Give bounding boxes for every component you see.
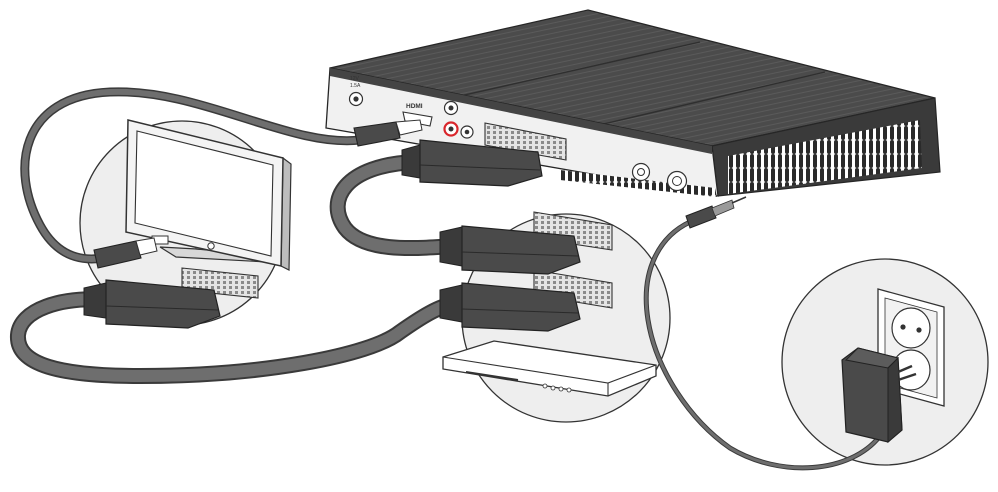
scart-plug-box-end [401,139,543,187]
dc-barrel-plug [685,196,747,229]
hdmi-plug-box-end [353,119,423,147]
scart-plug-recorder-upper [439,225,581,275]
set-top-box: 12V 1.5A HDMI [325,9,941,197]
cables [10,87,883,471]
scart-plug-recorder-lower [439,282,581,332]
scart-socket [484,122,567,161]
hdmi-port [402,111,433,127]
scart-plug-tv-end [83,279,221,329]
hdmi-port-label: HDMI [406,103,423,110]
power-jack-rating-label: 1.5A [350,83,361,89]
power-adapter-icon [841,347,917,444]
hdmi-plug-tv-end [93,237,158,269]
dvd-recorder-icon [442,211,657,397]
power-jack-voltage-label: 12V [350,76,360,82]
flat-tv-icon [125,119,292,299]
